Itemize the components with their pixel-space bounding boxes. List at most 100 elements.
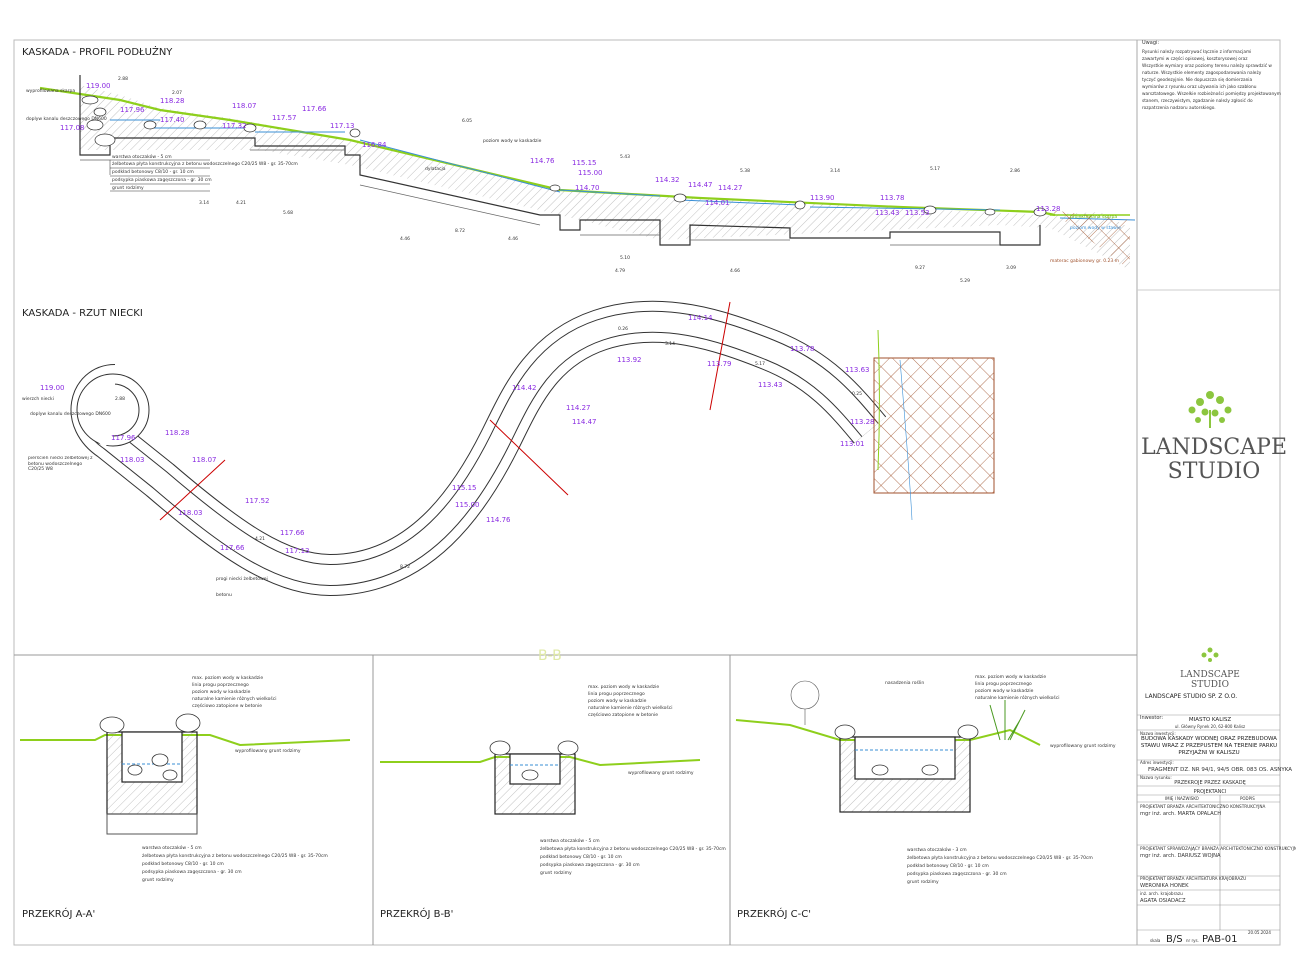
logo-text: STUDIO xyxy=(1191,680,1229,690)
callout-label: max. poziom wody w kaskadzie xyxy=(192,675,263,681)
layer-label: żelbetowa płyta konstrukcyjna z betonu w… xyxy=(540,846,726,852)
elevation-label: 113.90 xyxy=(810,194,835,202)
dimension-label: 5.17 xyxy=(755,361,765,367)
dimension-label: 3.09 xyxy=(1006,265,1016,271)
section-cc-title: PRZEKRÓJ C-C' xyxy=(737,907,811,920)
logo-text: STUDIO xyxy=(1168,459,1261,484)
section-bb-title: PRZEKRÓJ B-B' xyxy=(380,907,453,920)
elevation-label: 114.70 xyxy=(575,184,600,192)
logo-text: LANDSCAPE xyxy=(1141,435,1287,460)
elevation-label: 118.07 xyxy=(232,102,257,110)
tree-logo-icon xyxy=(1188,391,1232,423)
profile-label: doplyw kanalu deszczowego DN600 xyxy=(26,116,107,122)
ground-label: wyprofilowany grunt rodzimy xyxy=(628,770,694,776)
layer-label: warstwa otoczaków - 5 cm xyxy=(540,837,600,844)
notes-line: Rysunki należy rozpatrywać łącznie z inf… xyxy=(1142,48,1251,55)
callout-label: poziom wody w kaskadzie xyxy=(588,698,647,704)
elevation-label: 114.14 xyxy=(688,314,713,322)
callout-label: częściowo zatopione w betonie xyxy=(588,711,658,718)
layer-label: grunt rodzimy xyxy=(142,877,174,883)
designer-name: mgr inż. arch. MARTA OPALACH xyxy=(1140,811,1221,817)
profile-label: dylatacja xyxy=(425,166,446,172)
profile-label: projektowana skarpa xyxy=(1070,214,1117,220)
callout-label: linia progu poprzecznego xyxy=(588,691,645,697)
project-name: BUDOWA KASKADY WODNEJ ORAZ PRZEBUDOWA ST… xyxy=(1140,736,1278,756)
plan-label: betonu xyxy=(216,592,232,598)
address-label: Adres inwestycji: xyxy=(1140,760,1174,765)
notes-line: tyczyć geodezyjnie. Nie dopuszcza się do… xyxy=(1142,76,1253,83)
callout-label: naturalne kamienie różnych wielkości xyxy=(192,695,276,702)
elevation-label: 117.08 xyxy=(60,124,85,132)
dimension-label: 2.86 xyxy=(1010,168,1020,174)
elevation-label: 116.84 xyxy=(362,141,387,149)
notes-line: stanem, rzeczywistym, zgadzanie należy z… xyxy=(1142,97,1253,104)
plan-title: KASKADA - RZUT NIECKI xyxy=(22,308,143,319)
dimension-label: 5.68 xyxy=(283,210,293,216)
title-block: Inwestor: MIASTO KALISZ ul. Główny Rynek… xyxy=(1137,714,1296,945)
layer-label: grunt rodzimy xyxy=(540,870,572,876)
dimension-label: 2.88 xyxy=(115,396,125,402)
profile-layer-label: żelbetowa płyta konstrukcyjna z betonu w… xyxy=(112,161,298,167)
elevation-label: 114.27 xyxy=(566,404,591,412)
elevation-label: 115.00 xyxy=(455,501,480,509)
logo-large: LANDSCAPE STUDIO xyxy=(1141,391,1287,484)
elevation-label: 118.03 xyxy=(120,456,145,464)
plan-label: progi niecki żelbetowej xyxy=(216,576,268,582)
elevation-label: 117.13 xyxy=(285,547,310,555)
grass-icon xyxy=(989,700,1026,741)
col-name: IMIĘ I NAZWISKO xyxy=(1165,796,1199,801)
profile-label: poziom wody w stawie xyxy=(1070,225,1121,231)
elevation-label: 117.66 xyxy=(302,105,327,113)
callout-label: linia progu poprzecznego xyxy=(192,682,249,688)
elevation-label: 117.96 xyxy=(111,434,136,442)
section-bb-mark: B-B xyxy=(538,648,562,664)
profile-layer-label: podsypka piaskowa zagęszczona - gr. 30 c… xyxy=(112,177,212,183)
logo-text: LANDSCAPE xyxy=(1180,670,1240,680)
project-label: Nazwa inwestycji: xyxy=(1140,731,1176,736)
elevation-label: 113.01 xyxy=(840,440,865,448)
dimension-label: 5.43 xyxy=(620,154,630,160)
layer-label: grunt rodzimy xyxy=(907,879,939,885)
dimension-label: 3.14 xyxy=(665,341,675,347)
elevation-label: 113.28 xyxy=(1036,205,1061,213)
elevation-label: 118.28 xyxy=(165,429,190,437)
scale: B/S xyxy=(1166,934,1183,945)
plan-label: pierścień niecki żelbetowej z betonu wod… xyxy=(28,456,93,473)
designer-role: PROJEKTANT BRANŻA ARCHITEKTURA KRAJOBRAZ… xyxy=(1140,876,1246,881)
dimension-label: 2.88 xyxy=(118,76,128,82)
callout-label: poziom wody w kaskadzie xyxy=(975,688,1034,694)
elevation-label: 114.32 xyxy=(655,176,680,184)
callout-label: linia progu poprzecznego xyxy=(975,681,1032,687)
callout-label: częściowo zatopione w betonie xyxy=(192,702,262,709)
notes-line: naturze. Wszystkie elementy zagospodarow… xyxy=(1142,70,1262,76)
elevation-label: 113.78 xyxy=(880,194,905,202)
dimension-label: 5.38 xyxy=(740,168,750,174)
tree-logo-icon xyxy=(1201,647,1219,662)
layer-label: żelbetowa płyta konstrukcyjna z betonu w… xyxy=(907,855,1093,861)
profile-title: KASKADA - PROFIL PODŁUŻNY xyxy=(22,45,173,58)
basin-plan: wierzch niecki doplyw kanalu deszczowego… xyxy=(22,300,995,598)
designer-role: inż. arch. krajobrazu xyxy=(1140,891,1183,896)
designer-name: AGATA OSIADACZ xyxy=(1140,898,1186,904)
elevation-label: 119.00 xyxy=(40,384,65,392)
dimension-label: 6.05 xyxy=(462,118,472,124)
elevation-label: 117.57 xyxy=(272,114,297,122)
dimension-label: 4.21 xyxy=(236,200,246,206)
designer-role: PROJEKTANT SPRAWDZAJĄCY BRANŻA ARCHITEKT… xyxy=(1140,846,1296,851)
investor-label: Inwestor: xyxy=(1140,715,1163,721)
dimension-label: 3.14 xyxy=(199,200,209,206)
elevation-label: 118.07 xyxy=(192,456,217,464)
investor-address: ul. Główny Rynek 20, 62-800 Kalisz xyxy=(1175,724,1245,729)
dimension-label: 5.10 xyxy=(620,255,630,261)
elevation-label: 113.78 xyxy=(790,345,815,353)
elevation-label: 115.15 xyxy=(572,159,597,167)
notes-line: rozpatrzenia nadzoru autorskiego. xyxy=(1142,105,1216,111)
elevation-label: 115.00 xyxy=(578,169,603,177)
profile-layer-label: grunt rodzimy xyxy=(112,185,144,191)
elevation-label: 113.28 xyxy=(850,418,875,426)
designer-name: WERONIKA HONEK xyxy=(1140,883,1189,889)
designer-role: PROJEKTANT BRANŻA ARCHITEKTONICZNO KONST… xyxy=(1140,804,1266,809)
layer-label: warstwa otoczaków - 3 cm xyxy=(907,846,967,853)
